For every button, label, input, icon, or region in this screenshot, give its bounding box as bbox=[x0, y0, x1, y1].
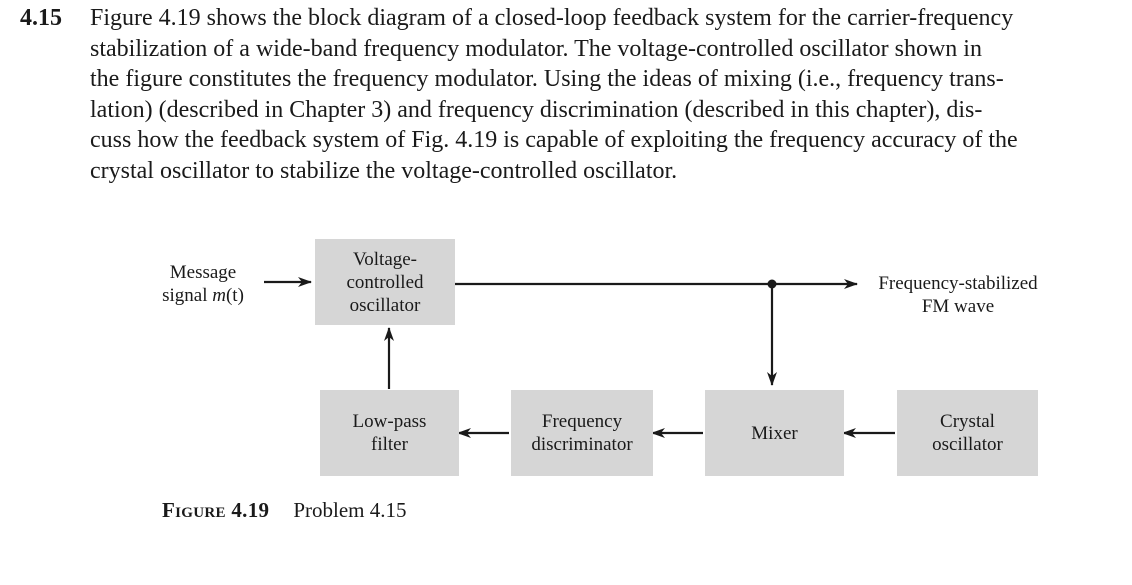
mixer-block: Mixer bbox=[705, 390, 844, 476]
problem-line-5: cuss how the feedback system of Fig. 4.1… bbox=[90, 127, 1018, 153]
lowpass-filter-block: Low-pass filter bbox=[320, 390, 459, 476]
crystal-oscillator-block: Crystal oscillator bbox=[897, 390, 1038, 476]
vco-block: Voltage- controlled oscillator bbox=[315, 239, 455, 325]
figure-caption: Figure 4.19 Problem 4.15 bbox=[162, 497, 406, 523]
message-signal-line-1: Message bbox=[169, 262, 237, 283]
frequency-discriminator-label: Frequency discriminator bbox=[531, 411, 633, 455]
fm-wave-line-2: FM wave bbox=[921, 296, 995, 317]
mixer-label: Mixer bbox=[751, 422, 798, 444]
signal-wires bbox=[264, 277, 895, 438]
problem-line-3: the figure constitutes the frequency mod… bbox=[90, 66, 1004, 92]
problem-statement: Figure 4.19 shows the block diagram of a… bbox=[90, 3, 1112, 186]
lowpass-filter-label: Low-pass filter bbox=[352, 411, 427, 455]
problem-line-2: stabilization of a wide-band frequency m… bbox=[90, 35, 982, 62]
fm-wave-label: Frequency-stabilized FM wave bbox=[862, 272, 1054, 318]
figure-caption-text: Problem 4.15 bbox=[293, 498, 407, 522]
message-variable: m bbox=[212, 285, 226, 306]
problem-line-4: lation) (described in Chapter 3) and fre… bbox=[90, 96, 983, 123]
message-signal-label: Message signal m(t) bbox=[150, 261, 256, 307]
message-signal-line-2: signal m(t) bbox=[150, 284, 256, 307]
problem-line-6: crystal oscillator to stabilize the volt… bbox=[90, 157, 678, 184]
figure-number: Figure 4.19 bbox=[162, 498, 270, 522]
fm-wave-line-1: Frequency-stabilized bbox=[878, 273, 1038, 294]
block-diagram: Message signal m(t) Voltage- controlled … bbox=[0, 200, 1132, 500]
frequency-discriminator-block: Frequency discriminator bbox=[511, 390, 653, 476]
crystal-oscillator-label: Crystal oscillator bbox=[932, 411, 1003, 455]
problem-4-15: 4.15 Figure 4.19 shows the block diagram… bbox=[0, 0, 1132, 200]
signal-word: signal bbox=[162, 285, 213, 306]
vco-label: Voltage- controlled oscillator bbox=[346, 248, 424, 316]
problem-number: 4.15 bbox=[20, 5, 62, 31]
time-argument: (t) bbox=[225, 285, 244, 306]
problem-line-1: Figure 4.19 shows the block diagram of a… bbox=[90, 5, 1014, 31]
